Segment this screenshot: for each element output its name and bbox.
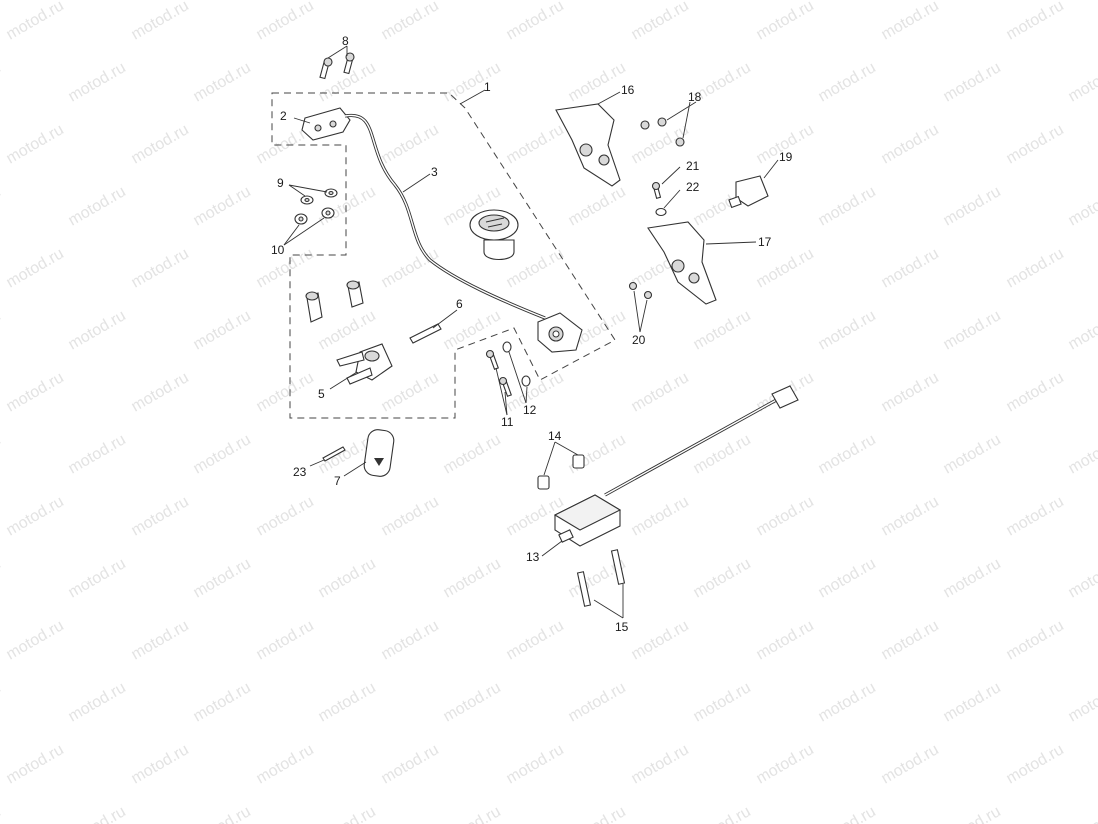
callout-14: 14 [548,429,562,443]
washers-9 [300,188,338,205]
callout-3: 3 [431,165,438,179]
callout-17: 17 [758,235,772,249]
washer-22 [655,207,667,217]
callout-22: 22 [686,180,700,194]
callout-2: 2 [280,109,287,123]
callout-20: 20 [632,333,646,347]
screw-21 [651,181,662,199]
callout-23: 23 [293,465,307,479]
module-13 [553,385,799,547]
mounting-bracket-2 [301,107,351,141]
pin-23 [322,446,346,462]
callout-9: 9 [277,176,284,190]
callout-6: 6 [456,297,463,311]
leader-lines [283,45,779,619]
callout-12: 12 [523,403,537,417]
callout-labels: 1 2 3 5 6 7 8 9 10 11 12 13 14 15 16 17 … [271,34,793,634]
callout-7: 7 [334,474,341,488]
callout-18: 18 [688,90,702,104]
callout-13: 13 [526,550,540,564]
callout-11: 11 [501,415,514,429]
bolts-15 [576,549,626,607]
screws-20 [628,281,653,300]
fuel-cap [469,209,519,261]
washers-12 [502,341,531,387]
callout-19: 19 [779,150,793,164]
nuts-10 [294,207,335,225]
lock-cylinders [305,280,364,323]
bracket-17 [647,221,717,305]
key-fob-7 [363,429,395,477]
screw-pair-8 [319,52,355,80]
assembly-outline [271,92,616,419]
callout-8: 8 [342,34,349,48]
callout-21: 21 [686,159,700,173]
callout-5: 5 [318,387,325,401]
screws-18 [640,117,685,147]
screws-11 [485,349,512,397]
switch-19 [728,175,769,209]
pin-6 [409,323,442,344]
callout-10: 10 [271,243,285,257]
callout-16: 16 [621,83,635,97]
bracket-16 [555,103,621,187]
seat-lock-mechanism [537,312,583,353]
callout-1: 1 [484,80,491,94]
grommets-14 [537,454,585,490]
ignition-switch-5 [336,343,393,385]
callout-15: 15 [615,620,629,634]
